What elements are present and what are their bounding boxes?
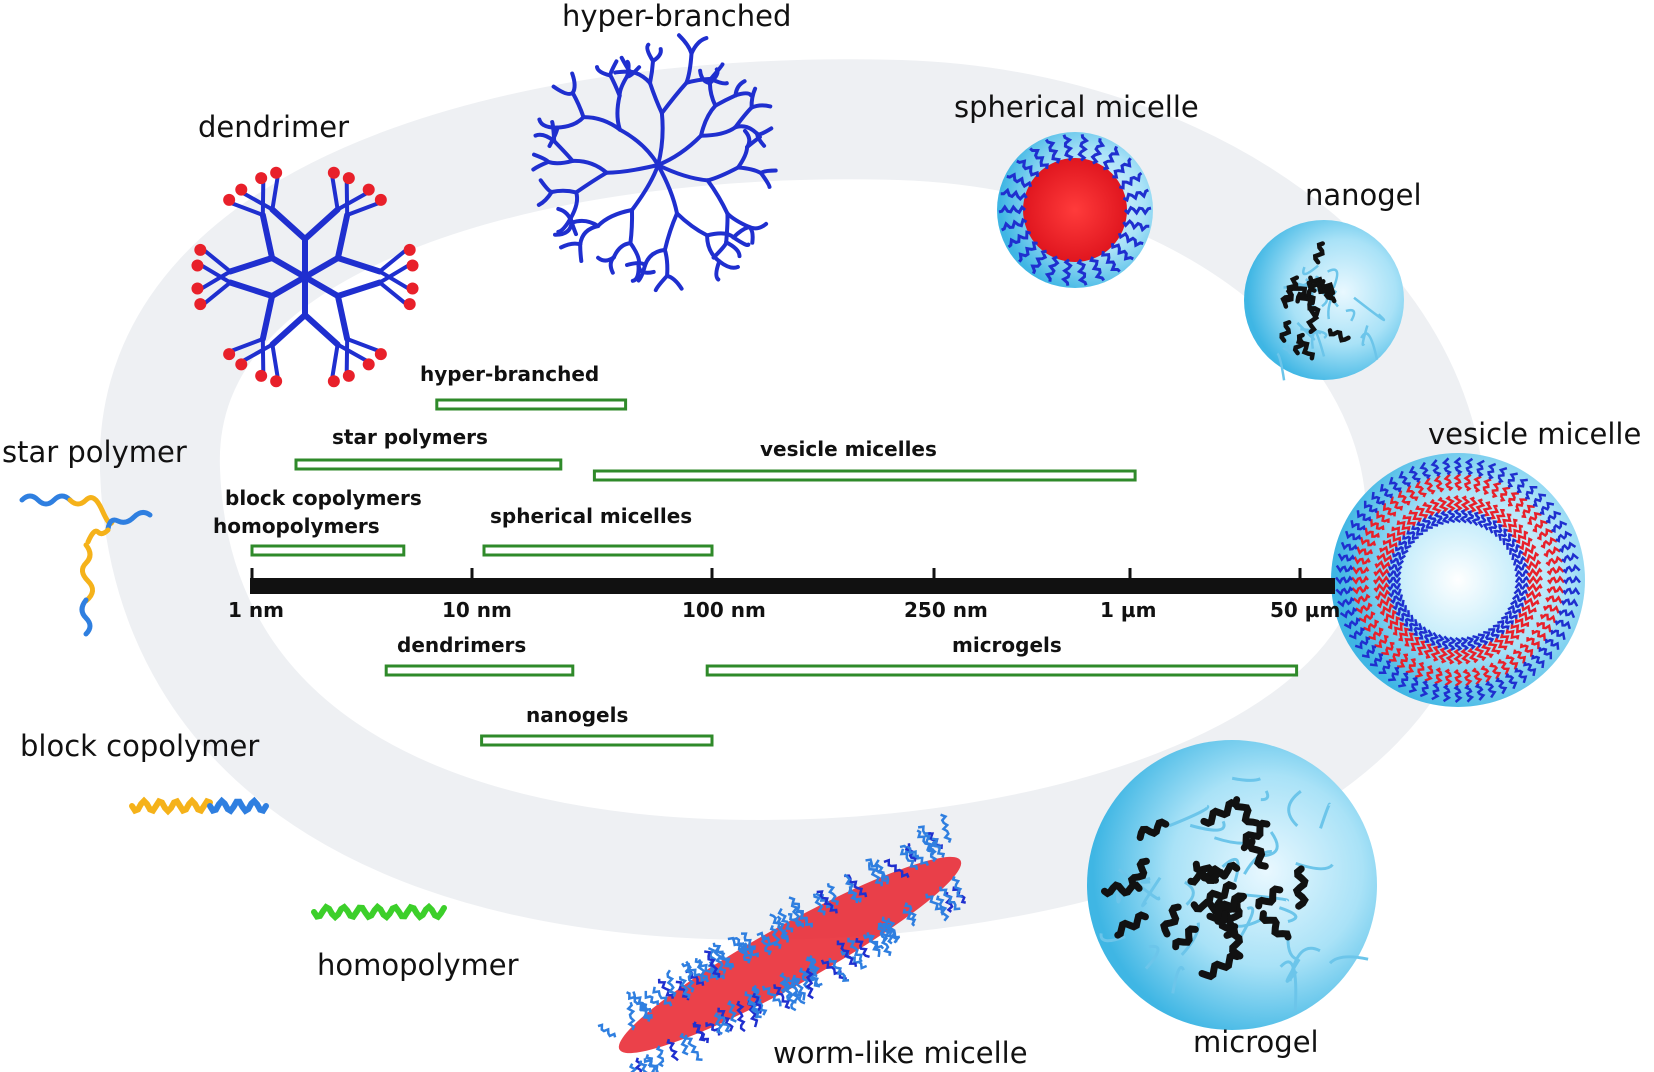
microgel-icon [1087, 740, 1377, 1030]
tick-mark [932, 568, 936, 580]
label-block-copolymer: block copolymer [20, 729, 259, 763]
range-bar-nanogels [480, 734, 714, 747]
size-scale-axis: 1 nm 10 nm 100 nm 250 nm 1 µm 50 µm [228, 568, 1340, 622]
block-copolymer-icon [129, 796, 269, 816]
label-star-polymer: star polymer [2, 435, 187, 469]
label-nanogel: nanogel [1305, 178, 1422, 212]
label-hyper-branched: hyper-branched [562, 0, 791, 33]
label-homopolymer: homopolymer [317, 948, 519, 982]
homopolymer-icon [311, 902, 447, 922]
vesicle-micelle-icon [1331, 453, 1585, 707]
hyper-branched-icon [531, 33, 778, 293]
range-label-homopolymers: homopolymers [213, 514, 380, 538]
tick-mark [1128, 568, 1132, 580]
tick-label: 1 µm [1100, 598, 1156, 622]
nanogel-icon [1244, 220, 1404, 381]
spherical-micelle-icon [997, 132, 1153, 288]
range-label-spherical-micelles: spherical micelles [490, 504, 692, 528]
size-range-bars: hyper-branched star polymers vesicle micel… [213, 362, 1299, 747]
star-polymer-icon [19, 493, 153, 637]
range-label-vesicle-micelles: vesicle micelles [760, 437, 937, 461]
tick-label: 100 nm [682, 598, 766, 622]
range-bar-star-polymers [294, 458, 563, 471]
range-bar-dendrimers [384, 664, 575, 677]
tick-label: 10 nm [442, 598, 512, 622]
label-microgel: microgel [1193, 1025, 1319, 1059]
range-label-block-copolymers: block copolymers [225, 486, 422, 510]
range-label-nanogels: nanogels [526, 703, 628, 727]
tick-mark [470, 568, 474, 580]
tick-label: 50 µm [1270, 598, 1340, 622]
range-bar-spherical-micelles [482, 544, 714, 557]
range-bar-microgels [705, 664, 1299, 677]
range-label-hyper-branched: hyper-branched [420, 362, 599, 386]
range-bar-homopolymers [250, 544, 406, 557]
worm-like-micelle-icon [597, 813, 966, 1072]
range-label-star-polymers: star polymers [332, 425, 488, 449]
dendrimer-icon [191, 166, 419, 388]
range-label-dendrimers: dendrimers [397, 633, 526, 657]
label-spherical-micelle: spherical micelle [954, 90, 1199, 124]
tick-mark [250, 568, 254, 580]
label-vesicle-micelle: vesicle micelle [1428, 417, 1641, 451]
label-worm-like-micelle: worm-like micelle [773, 1036, 1028, 1070]
tick-mark [710, 568, 714, 580]
range-label-microgels: microgels [952, 633, 1062, 657]
tick-mark [1298, 568, 1302, 580]
tick-label: 250 nm [904, 598, 988, 622]
axis-bar [250, 578, 1335, 594]
range-bar-vesicle-micelles [592, 469, 1137, 482]
range-bar-hyper-branched [435, 398, 628, 411]
tick-label: 1 nm [228, 598, 284, 622]
label-dendrimer: dendrimer [198, 110, 349, 144]
